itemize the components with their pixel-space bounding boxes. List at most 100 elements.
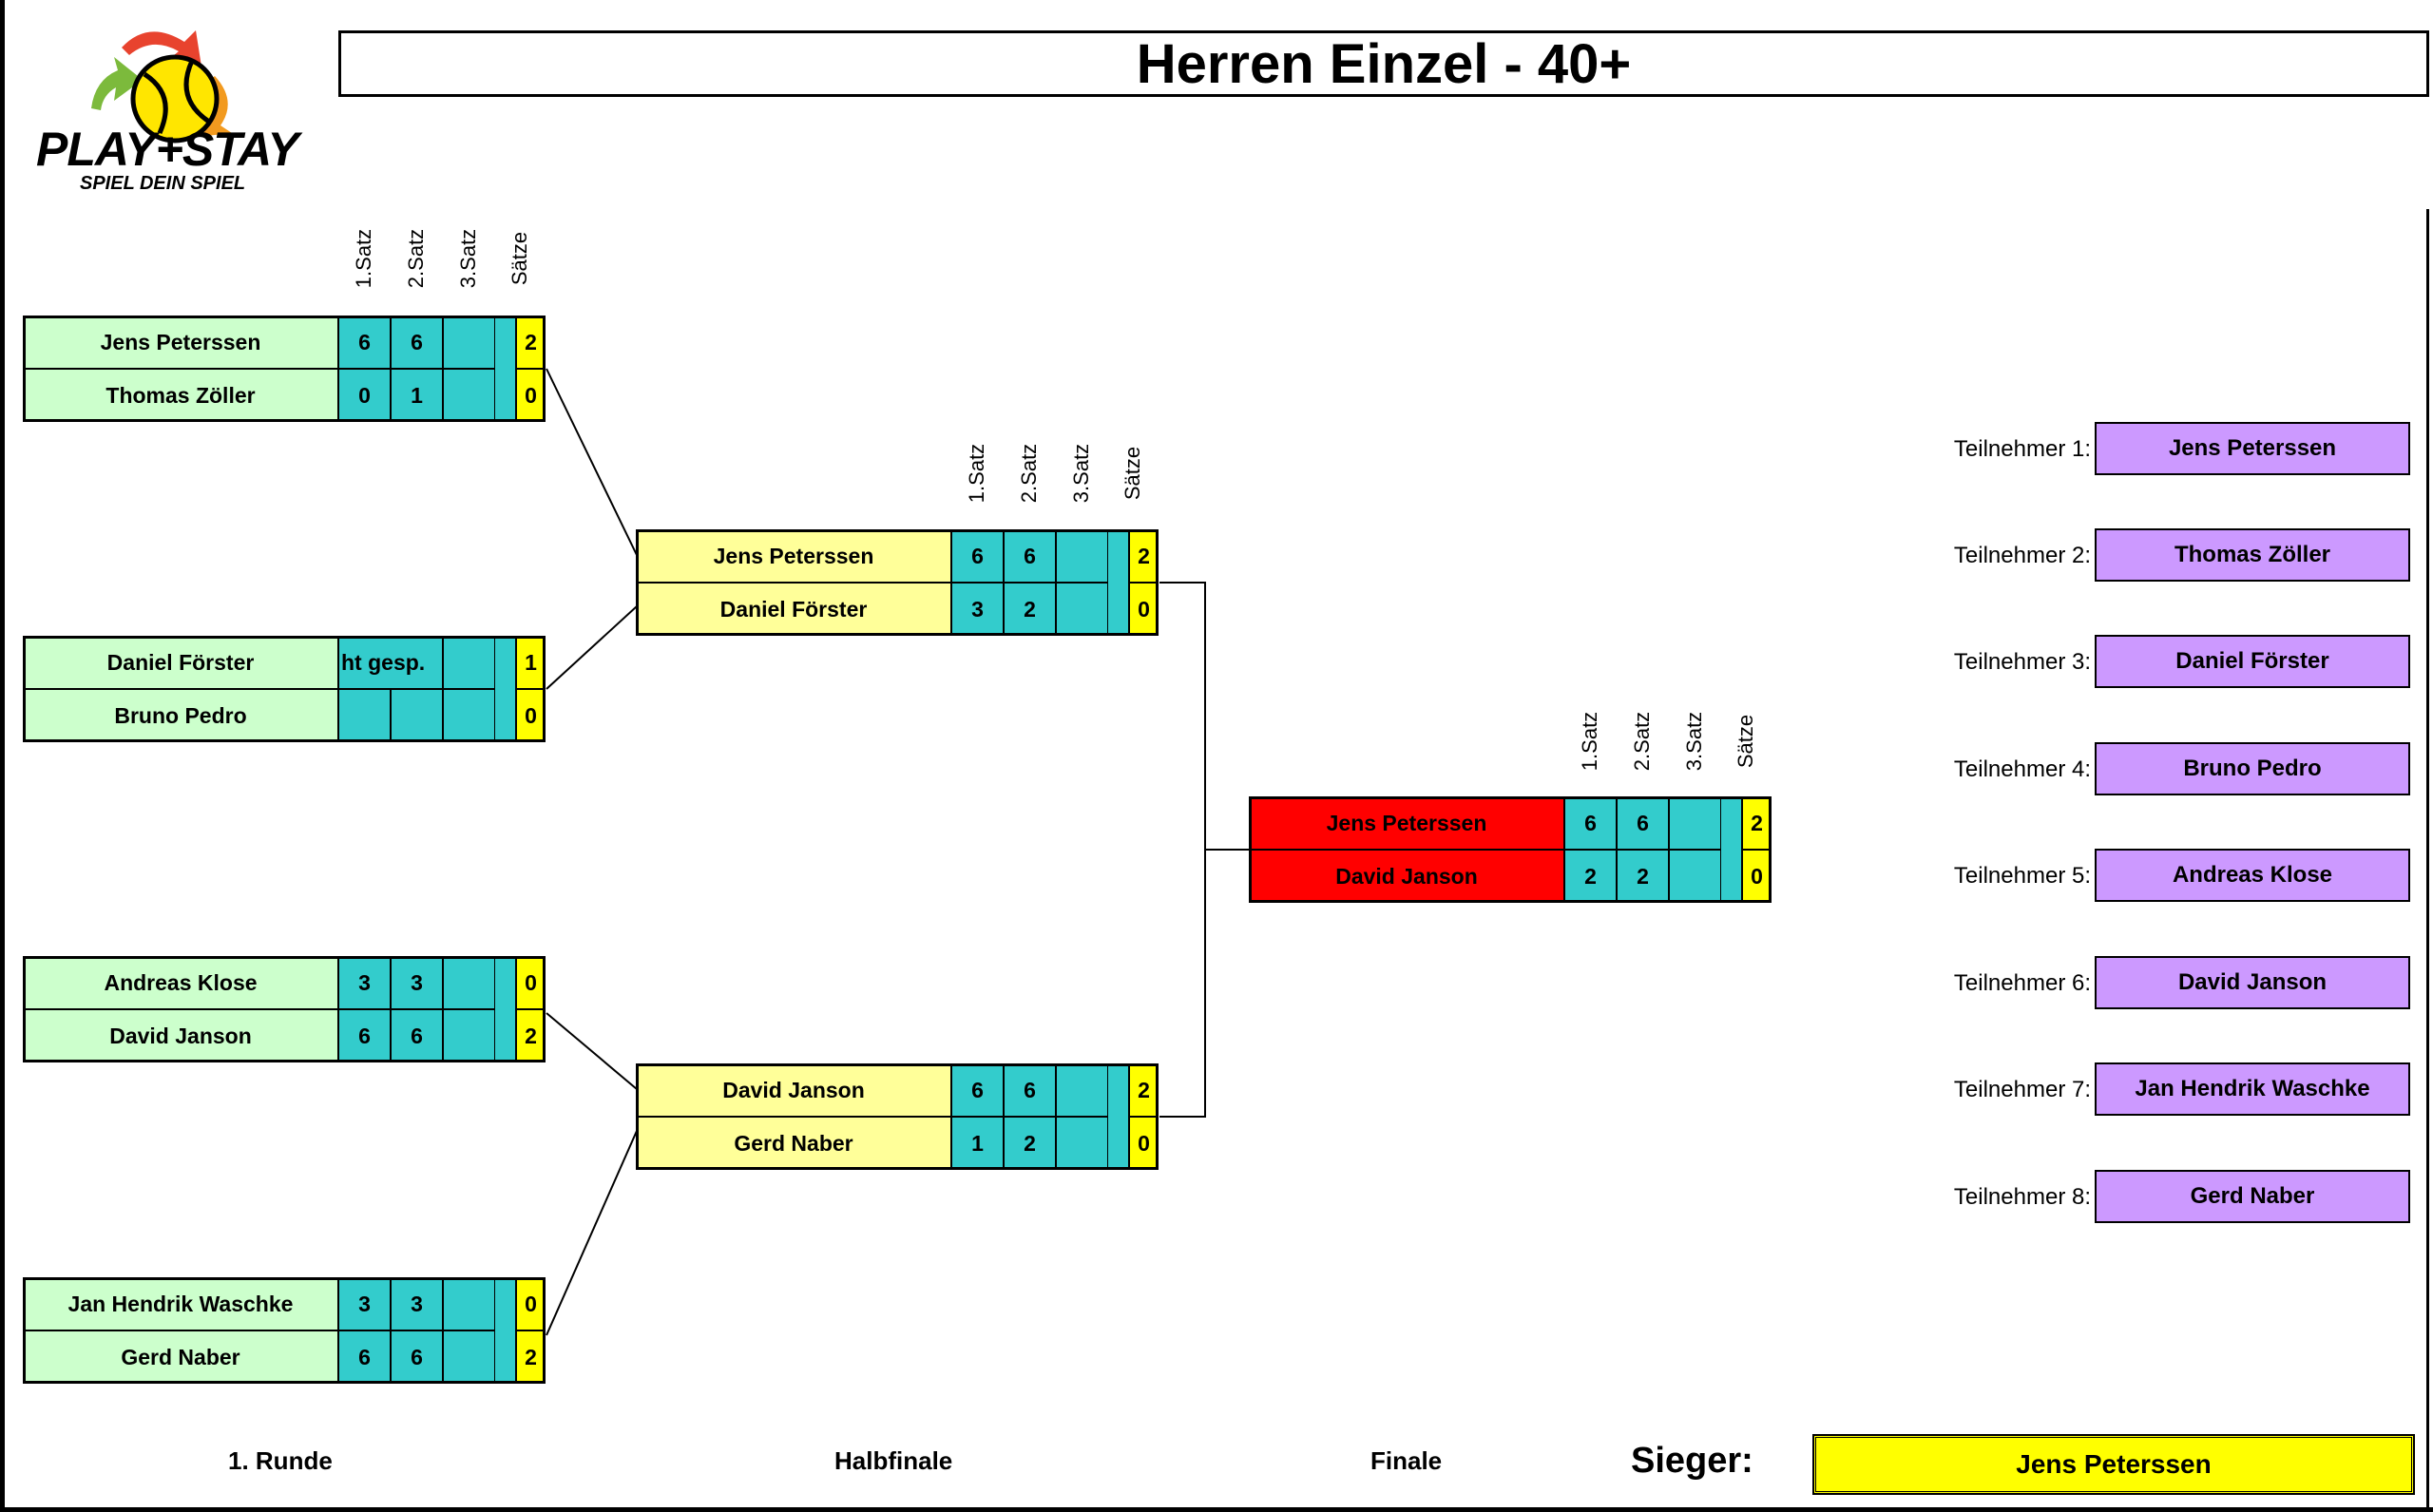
set1-score[interactable]: 6 [951, 529, 1004, 583]
participant-name[interactable]: Andreas Klose [2095, 849, 2410, 902]
set2-score[interactable]: 6 [391, 1330, 443, 1384]
sets-won[interactable]: 2 [515, 1330, 546, 1384]
set1-score[interactable]: ht gesp. [338, 636, 443, 689]
set2-score[interactable]: 6 [1617, 796, 1669, 850]
player-row: Jens Peterssen 6 6 2 [1249, 796, 1772, 850]
winner-label: Sieger: [1631, 1441, 1753, 1481]
round1-match-3: Andreas Klose 3 3 0 David Janson 6 6 2 [23, 956, 546, 1062]
player-name[interactable]: Jens Peterssen [1249, 796, 1564, 850]
participant-label: Teilnehmer 1: [1953, 436, 2091, 462]
player-name[interactable]: Jan Hendrik Waschke [23, 1277, 338, 1330]
sets-won[interactable]: 0 [515, 1277, 546, 1330]
participant-name[interactable]: Daniel Förster [2095, 635, 2410, 688]
set3-gap [495, 316, 515, 422]
set3-score[interactable] [443, 316, 495, 369]
set2-score[interactable]: 1 [391, 369, 443, 422]
player-row: David Janson 2 2 0 [1249, 850, 1772, 903]
player-name[interactable]: Daniel Förster [23, 636, 338, 689]
set1-score[interactable]: 1 [951, 1117, 1004, 1170]
frame-right-border [2426, 209, 2429, 1512]
sets-won[interactable]: 0 [1128, 1117, 1159, 1170]
set2-score[interactable]: 3 [391, 956, 443, 1009]
set2-score[interactable]: 6 [1004, 529, 1056, 583]
sets-won[interactable]: 0 [1128, 583, 1159, 636]
set1-score[interactable]: 2 [1564, 850, 1617, 903]
participant-name[interactable]: Gerd Naber [2095, 1170, 2410, 1223]
set1-score[interactable]: 6 [951, 1063, 1004, 1117]
sets-won[interactable]: 1 [515, 636, 546, 689]
set2-score[interactable]: 6 [391, 316, 443, 369]
set3-score[interactable] [1056, 1117, 1108, 1170]
participant-label: Teilnehmer 3: [1953, 649, 2091, 675]
set3-gap [1108, 1063, 1128, 1170]
logo-brand-text: PLAY+STAY [36, 123, 299, 176]
set3-score[interactable] [1669, 796, 1721, 850]
winner-name[interactable]: Jens Peterssen [1812, 1434, 2415, 1495]
header-2satz-semi: 2.Satz [1017, 443, 1041, 504]
set2-score[interactable] [391, 689, 443, 742]
set3-score[interactable] [1056, 529, 1108, 583]
set3-score[interactable] [443, 1330, 495, 1384]
set2-score[interactable]: 2 [1617, 850, 1669, 903]
set1-score[interactable]: 3 [338, 1277, 391, 1330]
participant-name[interactable]: David Janson [2095, 956, 2410, 1009]
sets-won[interactable]: 2 [1128, 529, 1159, 583]
final-label: Finale [1370, 1446, 1443, 1475]
set2-score[interactable]: 3 [391, 1277, 443, 1330]
header-2satz-final: 2.Satz [1630, 711, 1654, 772]
set2-score[interactable]: 6 [391, 1009, 443, 1062]
sets-won[interactable]: 2 [1741, 796, 1772, 850]
player-name[interactable]: Andreas Klose [23, 956, 338, 1009]
set1-score[interactable]: 3 [951, 583, 1004, 636]
player-name[interactable]: Gerd Naber [636, 1117, 951, 1170]
set1-score[interactable]: 6 [338, 316, 391, 369]
set3-score[interactable] [443, 636, 495, 689]
sets-won[interactable]: 0 [515, 689, 546, 742]
set1-score[interactable]: 3 [338, 956, 391, 1009]
player-name[interactable]: Daniel Förster [636, 583, 951, 636]
set3-score[interactable] [443, 1009, 495, 1062]
player-name[interactable]: David Janson [1249, 850, 1564, 903]
player-name[interactable]: Gerd Naber [23, 1330, 338, 1384]
sets-won[interactable]: 2 [515, 1009, 546, 1062]
set3-score[interactable] [443, 689, 495, 742]
set2-score[interactable]: 2 [1004, 1117, 1056, 1170]
playstay-logo-icon [91, 30, 232, 144]
sets-won[interactable]: 2 [1128, 1063, 1159, 1117]
set2-score[interactable]: 2 [1004, 583, 1056, 636]
sets-won[interactable]: 0 [515, 369, 546, 422]
player-name[interactable]: Thomas Zöller [23, 369, 338, 422]
set3-score[interactable] [1056, 1063, 1108, 1117]
sets-won[interactable]: 0 [1741, 850, 1772, 903]
sets-won[interactable]: 2 [515, 316, 546, 369]
participant-name[interactable]: Bruno Pedro [2095, 742, 2410, 795]
player-name[interactable]: David Janson [636, 1063, 951, 1117]
participant-name[interactable]: Jan Hendrik Waschke [2095, 1062, 2410, 1116]
set1-score[interactable]: 0 [338, 369, 391, 422]
player-row: Jan Hendrik Waschke 3 3 0 [23, 1277, 546, 1330]
player-row: Gerd Naber 6 6 2 [23, 1330, 546, 1384]
player-name[interactable]: David Janson [23, 1009, 338, 1062]
header-saetze-r1: Sätze [508, 231, 532, 286]
participant-name[interactable]: Jens Peterssen [2095, 422, 2410, 475]
set3-score[interactable] [443, 956, 495, 1009]
participant-name[interactable]: Thomas Zöller [2095, 528, 2410, 582]
set3-gap [495, 636, 515, 742]
header-1satz-semi: 1.Satz [965, 443, 988, 504]
set1-score[interactable]: 6 [338, 1330, 391, 1384]
set3-score[interactable] [1056, 583, 1108, 636]
round1-match-4: Jan Hendrik Waschke 3 3 0 Gerd Naber 6 6… [23, 1277, 546, 1384]
sets-won[interactable]: 0 [515, 956, 546, 1009]
set3-gap [495, 956, 515, 1062]
player-row: Gerd Naber 1 2 0 [636, 1117, 1159, 1170]
set1-score[interactable]: 6 [1564, 796, 1617, 850]
set1-score[interactable] [338, 689, 391, 742]
set3-score[interactable] [443, 1277, 495, 1330]
player-name[interactable]: Jens Peterssen [636, 529, 951, 583]
set3-score[interactable] [1669, 850, 1721, 903]
set3-score[interactable] [443, 369, 495, 422]
set1-score[interactable]: 6 [338, 1009, 391, 1062]
player-name[interactable]: Bruno Pedro [23, 689, 338, 742]
player-name[interactable]: Jens Peterssen [23, 316, 338, 369]
set2-score[interactable]: 6 [1004, 1063, 1056, 1117]
